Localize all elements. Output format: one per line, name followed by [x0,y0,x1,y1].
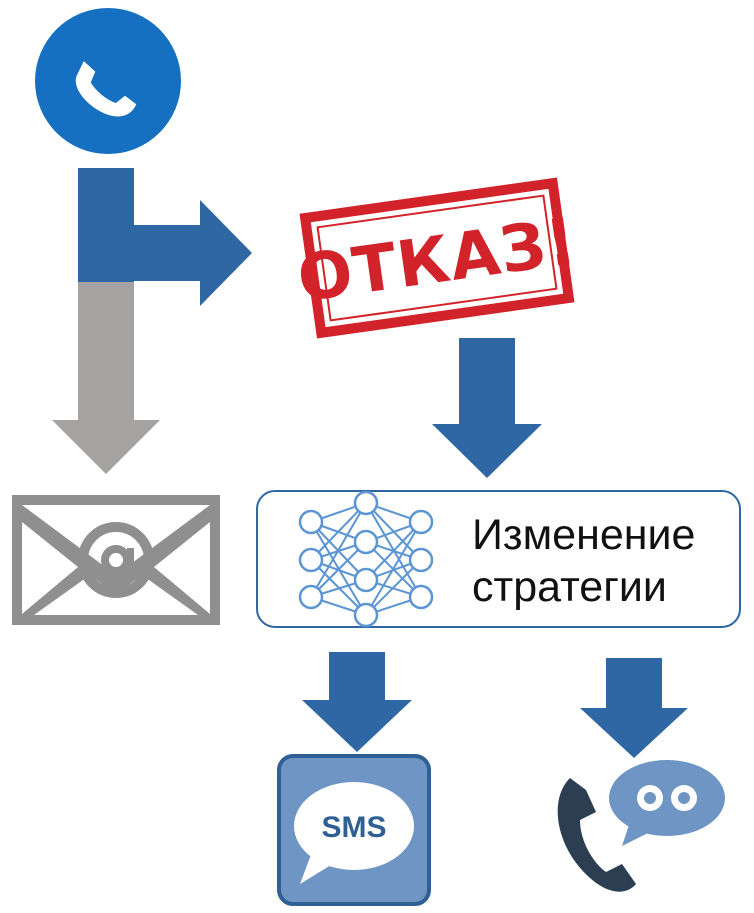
sms-bubble-icon: SMS [277,754,431,906]
refusal-stamp: ОТКАЗ! [293,177,581,339]
arrow-down-to-email [52,282,160,474]
sms-label: SMS [321,811,386,844]
arrow-down-to-sms [302,652,412,752]
strategy-line2: стратегии [472,563,667,611]
arrow-down-from-stamp [432,338,542,478]
strategy-line1: Изменение [472,511,695,559]
arrow-right-to-stamp [78,168,252,306]
envelope-at-icon [12,495,220,625]
voicemail-phone-icon [557,760,725,892]
neural-network-icon [298,490,434,628]
strategy-box: Изменение стратегии [256,490,741,628]
arrow-down-to-voice [580,658,688,758]
phone-icon [35,8,181,154]
